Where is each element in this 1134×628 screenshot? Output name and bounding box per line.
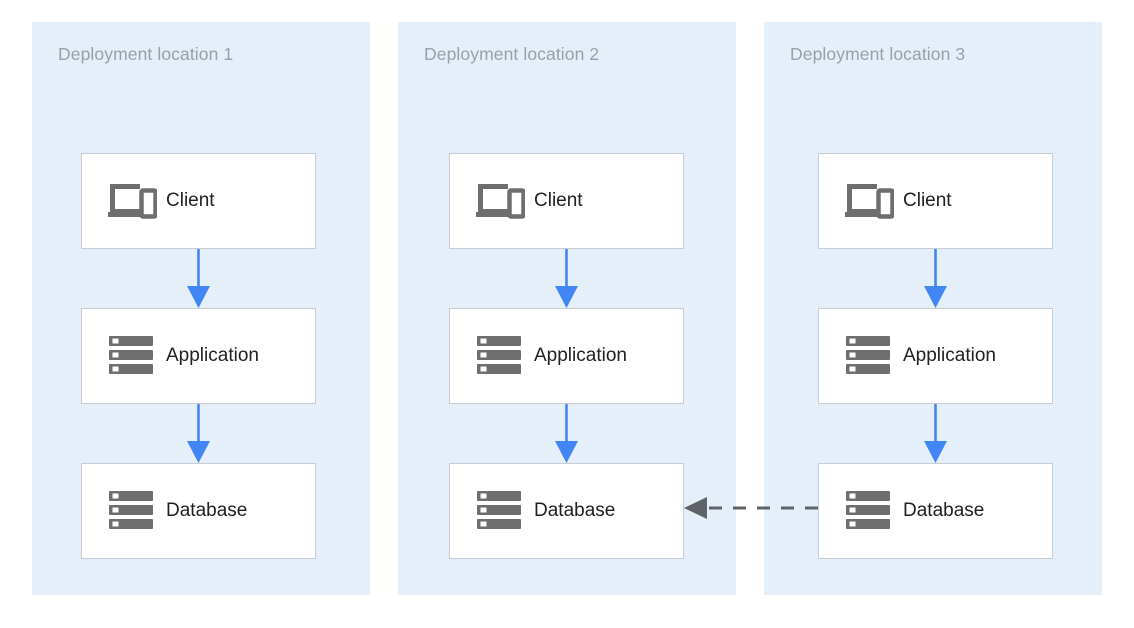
node-application-3-label: Application	[903, 345, 996, 366]
node-database-3[interactable]: Database	[818, 463, 1053, 559]
devices-icon	[841, 177, 897, 225]
node-database-1[interactable]: Database	[81, 463, 316, 559]
node-client-2[interactable]: Client	[449, 153, 684, 249]
node-database-3-label: Database	[903, 500, 985, 521]
node-database-2[interactable]: Database	[449, 463, 684, 559]
deployment-location-1-title: Deployment location 1	[58, 44, 234, 64]
node-application-1[interactable]: Application	[81, 308, 316, 404]
deployment-location-2-title: Deployment location 2	[424, 44, 600, 64]
node-client-3[interactable]: Client	[818, 153, 1053, 249]
devices-icon	[104, 177, 160, 225]
server-icon	[472, 487, 528, 535]
node-client-1-label: Client	[166, 190, 215, 211]
node-application-2[interactable]: Application	[449, 308, 684, 404]
node-client-3-label: Client	[903, 190, 952, 211]
node-application-3[interactable]: Application	[818, 308, 1053, 404]
node-database-2-label: Database	[534, 500, 616, 521]
server-icon	[104, 487, 160, 535]
server-icon	[841, 332, 897, 380]
node-database-1-label: Database	[166, 500, 248, 521]
devices-icon	[472, 177, 528, 225]
server-icon	[104, 332, 160, 380]
node-application-2-label: Application	[534, 345, 627, 366]
node-application-1-label: Application	[166, 345, 259, 366]
node-client-2-label: Client	[534, 190, 583, 211]
server-icon	[841, 487, 897, 535]
server-icon	[472, 332, 528, 380]
deployment-location-3-title: Deployment location 3	[790, 44, 966, 64]
node-client-1[interactable]: Client	[81, 153, 316, 249]
